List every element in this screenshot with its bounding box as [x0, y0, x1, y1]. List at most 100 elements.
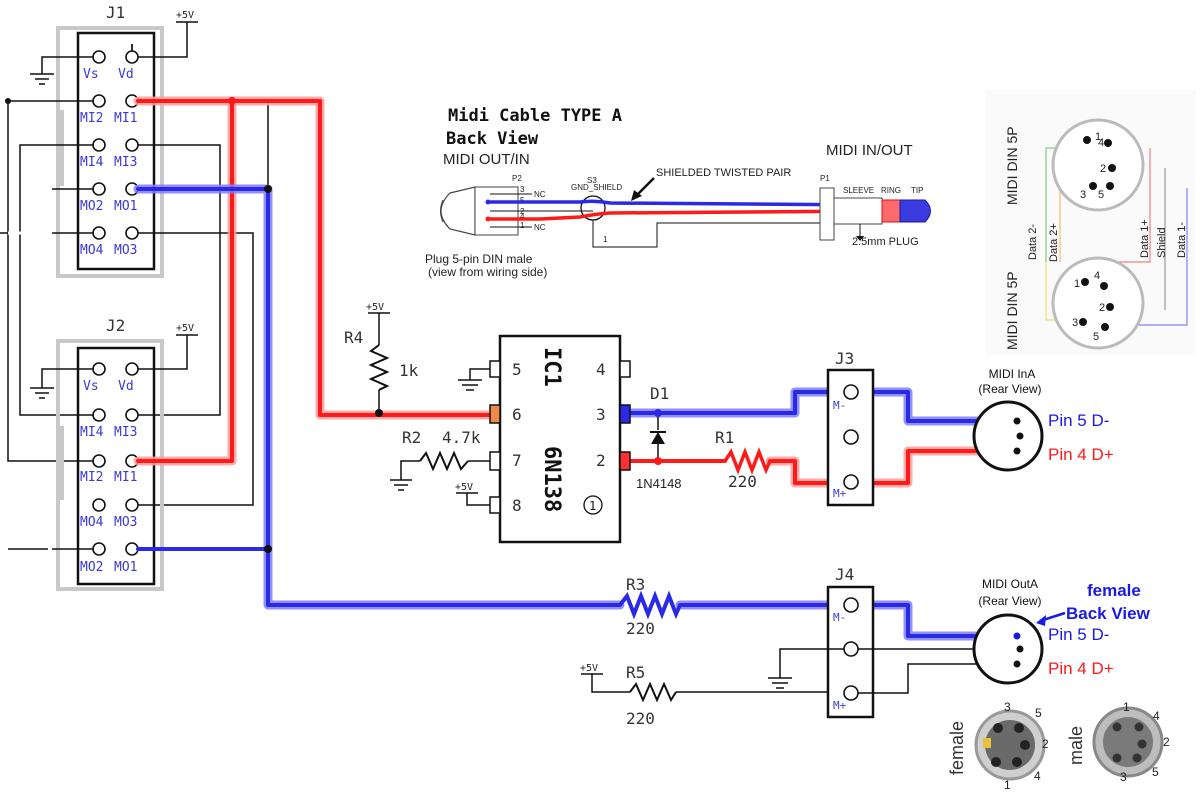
r5-ref: R5	[626, 663, 645, 682]
male-photo-label: male	[1066, 726, 1086, 765]
cable-din-pin: 3	[520, 185, 525, 194]
din-bottom-pin: 2	[1099, 302, 1105, 314]
cable-gnd-label: GND_SHIELD	[571, 183, 622, 192]
midi-out-pin5-label: Pin 5 D-	[1048, 625, 1109, 644]
din-bottom-pin: 3	[1072, 317, 1078, 329]
din-top-pin: 4	[1098, 137, 1104, 149]
cable-p2-label: P2	[512, 174, 522, 183]
din-bottom-pin: 1	[1074, 278, 1080, 290]
cable-plug-note: (view from wiring side)	[428, 265, 547, 279]
r2-ref: R2	[402, 428, 421, 447]
j1-pin-label: MI2	[80, 111, 103, 126]
r1-value: 220	[728, 472, 757, 491]
din-top-pin: 5	[1098, 189, 1104, 201]
r4-supply-label: +5V	[366, 302, 384, 313]
connector-j1: J1 Vs Vd MI2 MI1 MI4 MI3 MO2 MO1 MO4 MO3	[56, 3, 164, 278]
j1-pins	[92, 50, 139, 240]
ic1-part: 6N138	[539, 446, 564, 512]
r2-value: 4.7k	[442, 428, 481, 447]
cable-p1-label: P1	[820, 174, 830, 183]
connector-j3: J3 M- M+	[826, 349, 875, 507]
midi-out-pin4-label: Pin 4 D+	[1048, 659, 1114, 678]
cable-right-label: MIDI IN/OUT	[826, 142, 913, 159]
r1-ref: R1	[715, 428, 734, 447]
arrow-icon	[631, 190, 642, 201]
blue-net-data-minus	[133, 184, 1022, 641]
din-data2p: Data 2+	[1048, 223, 1060, 262]
resistor-r3: R3 220	[618, 575, 682, 638]
cable-subtitle: Back View	[446, 129, 539, 149]
male-pin: 2	[1163, 735, 1170, 749]
j1-label: J1	[106, 3, 125, 22]
cable-sleeve-label: SLEEVE	[843, 186, 874, 195]
connector-j4: J4 M- M+	[826, 565, 875, 719]
din-bottom-label: MIDI DIN 5P	[1004, 271, 1020, 350]
cable-s3-label: S3	[587, 176, 597, 185]
din-top-label: MIDI DIN 5P	[1004, 126, 1020, 205]
resistor-r5: +5V R5 220	[580, 663, 850, 728]
ic1-pin-number: 5	[512, 360, 522, 379]
ic1-power-wiring: +5V	[455, 368, 490, 506]
din-data1m: Data 1-	[1176, 222, 1188, 258]
cable-din-pin: 4	[520, 212, 525, 221]
j4-label: J4	[835, 565, 854, 584]
ic1-pin1-mark	[583, 495, 603, 515]
red-net-data-plus	[133, 96, 1022, 488]
din-plug-icon	[440, 186, 476, 236]
r4-value: 1k	[399, 361, 419, 380]
cable-plug-label: 2.5mm PLUG	[852, 236, 919, 248]
cable-wire-label: 1	[603, 235, 608, 244]
din-bottom-pin: 4	[1094, 270, 1100, 282]
male-pin: 3	[1120, 770, 1127, 784]
j2-pin-label: MI1	[114, 470, 137, 485]
midi-out-title: MIDI OutA	[982, 577, 1038, 591]
ic1-ref: IC1	[539, 347, 564, 387]
midi-in-pin5-label: Pin 5 D-	[1048, 411, 1109, 430]
j2-wiring: +5V	[8, 323, 198, 550]
j2-pin-label: MO2	[80, 560, 103, 575]
r5-supply-label: +5V	[580, 663, 598, 674]
male-pin: 4	[1153, 709, 1160, 723]
ic1-pin-number: 3	[596, 405, 606, 424]
ic1-supply-label: +5V	[455, 482, 473, 493]
j1-power-label: +5V	[176, 10, 194, 21]
midi-out-connector: MIDI OutA (Rear View) female Back View P…	[972, 577, 1151, 685]
din-top-pin: 2	[1100, 163, 1106, 175]
ic1-optocoupler: IC1 6N138 1 5 6 7 8 4 3 2	[489, 334, 631, 544]
din-data2m: Data 2-	[1027, 224, 1039, 260]
plug-icon	[833, 197, 883, 225]
cable-nc-label: NC	[534, 190, 546, 199]
j2-pin-label: MI2	[80, 470, 103, 485]
j1-pin-label: MI4	[80, 155, 104, 170]
r1-zigzag	[723, 447, 772, 475]
midi-cable-inset: Midi Cable TYPE A Back View MIDI OUT/IN …	[425, 106, 931, 279]
midi-out-note-female: female	[1087, 581, 1141, 600]
j2-pin-label: Vd	[118, 379, 134, 394]
male-pin: 1	[1123, 700, 1130, 714]
din-female-photo: female 3 5 2 1 4	[947, 700, 1049, 792]
ic1-pin-number: 2	[596, 451, 606, 470]
j4-bottom-label: M+	[833, 699, 847, 712]
female-photo-label: female	[947, 721, 967, 775]
j1-outline	[56, 26, 164, 278]
j2-body	[76, 346, 156, 586]
ic1-pin-number: 8	[512, 496, 522, 515]
j2-pin-label: Vs	[83, 379, 99, 394]
d1-ref: D1	[650, 384, 669, 403]
cable-din-pin: 1	[520, 221, 525, 230]
ic1-body	[498, 334, 622, 544]
resistor-r2: R2 4.7k	[390, 428, 495, 491]
j2-power-label: +5V	[176, 323, 194, 334]
j1-wiring: +5V	[0, 10, 269, 506]
midi-in-pin4-label: Pin 4 D+	[1048, 445, 1114, 464]
resistor-r4: +5V R4 1k	[344, 302, 419, 417]
cable-plug-note: Plug 5-pin DIN male	[425, 252, 533, 266]
r4-ref: R4	[344, 328, 363, 347]
female-pin: 2	[1042, 737, 1049, 751]
j1-pin-label: MO1	[114, 199, 137, 214]
j1-body	[76, 31, 156, 271]
j2-pin-label: MI3	[114, 425, 137, 440]
j2-pin-label: MO4	[80, 515, 104, 530]
r5-value: 220	[626, 709, 655, 728]
